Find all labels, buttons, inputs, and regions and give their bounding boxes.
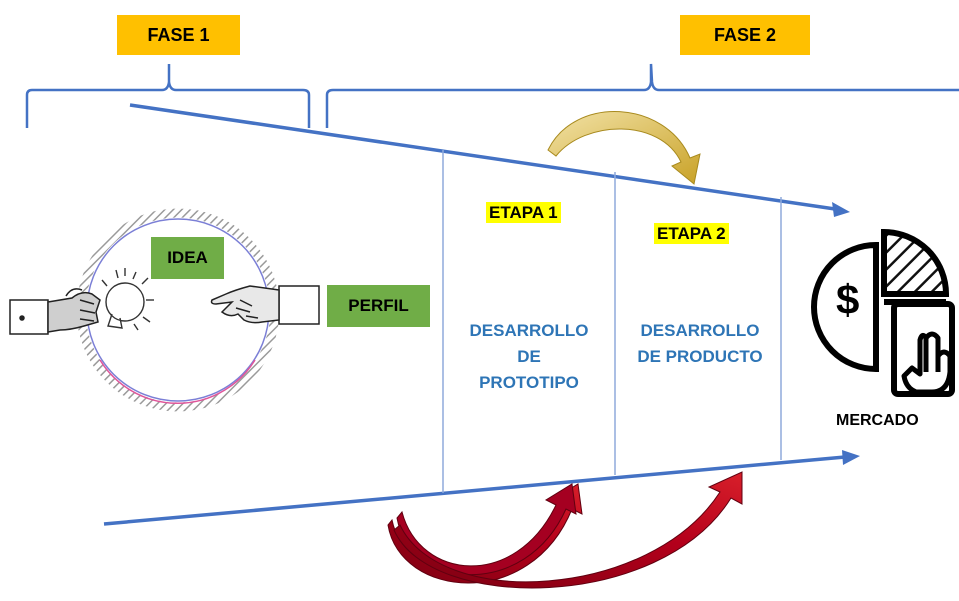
market-dollar-symbol: $ xyxy=(836,276,860,323)
stage-2-tag-wrap: ETAPA 2 xyxy=(654,223,729,244)
stage-1-tag-wrap: ETAPA 1 xyxy=(486,202,561,223)
left-hand-icon xyxy=(9,288,101,335)
stage-1-label: ETAPA 1 xyxy=(486,202,561,223)
top-funnel-line xyxy=(129,103,836,211)
market-pie-icon xyxy=(811,228,950,373)
red-arrow-right xyxy=(393,471,743,589)
perfil-label: PERFIL xyxy=(327,285,430,327)
gold-curved-arrow xyxy=(547,110,701,185)
phase-1-brace xyxy=(25,64,311,128)
stage-2-label: ETAPA 2 xyxy=(654,223,729,244)
stage-2-description: DESARROLLO DE PRODUCTO xyxy=(637,321,763,366)
phase-2-label: FASE 2 xyxy=(680,15,810,55)
bottom-funnel-line xyxy=(103,455,846,526)
top-funnel-arrowhead xyxy=(832,202,850,217)
right-hand-icon xyxy=(210,285,320,325)
market-label: MERCADO xyxy=(836,412,919,429)
lightbulb-icon xyxy=(101,268,154,331)
phase-1-label: FASE 1 xyxy=(117,15,240,55)
phase-2-brace xyxy=(325,63,959,128)
hand-pointer-icon xyxy=(891,301,955,397)
idea-label: IDEA xyxy=(151,237,224,279)
stage-1-description: DESARROLLO DE PROTOTIPO xyxy=(469,321,589,392)
bottom-funnel-arrowhead xyxy=(842,450,860,465)
